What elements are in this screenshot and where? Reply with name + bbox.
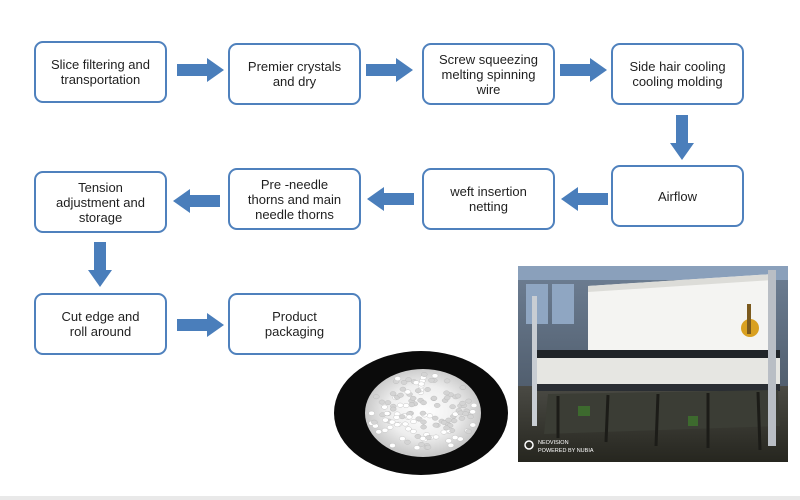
plastic-pellets-photo <box>334 351 508 475</box>
arrow-right-icon <box>177 313 224 337</box>
arrow-right-icon <box>560 58 607 82</box>
step-label: Slice filtering and transportation <box>51 57 150 87</box>
arrow-left-icon <box>367 187 414 211</box>
step-label: Pre -needle thorns and main needle thorn… <box>247 176 342 222</box>
watermark-line2: POWERED BY NUBIA <box>538 448 594 454</box>
step-needle-thorns: Pre -needle thorns and main needle thorn… <box>228 168 361 230</box>
step-label: Cut edge and roll around <box>61 309 140 339</box>
step-premier-crystals: Premier crystals and dry <box>228 43 361 105</box>
arrow-right-icon <box>366 58 413 82</box>
step-screw-squeezing: Screw squeezing melting spinning wire <box>422 43 555 105</box>
step-label: Product packaging <box>264 309 325 339</box>
step-label: weft insertion netting <box>450 184 527 214</box>
step-slice-filtering: Slice filtering and transportation <box>34 41 167 103</box>
arrow-down-icon <box>88 242 112 287</box>
arrow-left-icon <box>561 187 608 211</box>
step-side-hair-cooling: Side hair cooling cooling molding <box>611 43 744 105</box>
production-line-photo: NEOVISION POWERED BY NUBIA <box>518 266 788 462</box>
step-airflow: Airflow <box>611 165 744 227</box>
step-label: Tension adjustment and storage <box>56 179 145 225</box>
arrow-down-icon <box>670 115 694 160</box>
step-tension-adjustment: Tension adjustment and storage <box>34 171 167 233</box>
bottom-border <box>0 496 800 500</box>
arrow-right-icon <box>177 58 224 82</box>
step-cut-edge: Cut edge and roll around <box>34 293 167 355</box>
step-label: Screw squeezing melting spinning wire <box>439 51 538 97</box>
step-label: Airflow <box>657 188 697 204</box>
arrow-left-icon <box>173 189 220 213</box>
step-weft-insertion: weft insertion netting <box>422 168 555 230</box>
watermark-line1: NEOVISION <box>538 440 569 446</box>
step-label: Premier crystals and dry <box>247 59 342 89</box>
step-label: Side hair cooling cooling molding <box>629 59 726 89</box>
step-product-packaging: Product packaging <box>228 293 361 355</box>
